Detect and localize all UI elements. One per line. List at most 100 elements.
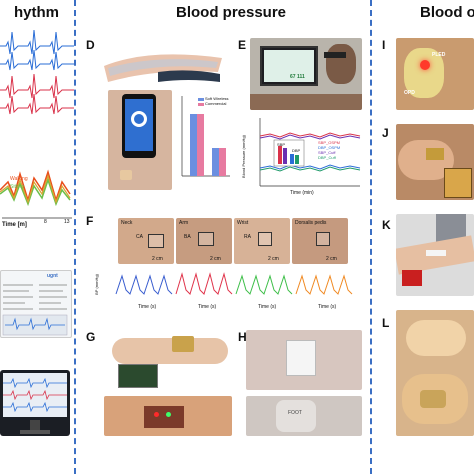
bar-legend-2: Commercial [205, 101, 227, 106]
panel-label-i: I [382, 38, 386, 52]
sbp-cuff-line [259, 134, 361, 140]
panel-label-j: J [382, 126, 389, 140]
pcb-inset [118, 364, 158, 388]
device-closeup [444, 168, 472, 198]
report-header: ugnt [47, 273, 58, 279]
arm-scale: 2 cm [210, 256, 221, 262]
wave-dorsalis [295, 274, 353, 295]
site-arm-label: Arm [179, 220, 189, 226]
red-band [402, 270, 422, 286]
wave-neck [115, 274, 173, 295]
pled-label: PLED [432, 52, 446, 58]
monitor-ecg [3, 377, 67, 413]
panel-d-device-patch [98, 38, 226, 86]
phone-body [122, 94, 156, 158]
arm-sensor [198, 232, 214, 246]
bar-sbp-pink [197, 114, 204, 176]
dbp-cuff-line [259, 166, 361, 172]
panel-label-k: K [382, 218, 391, 232]
wrist-device [172, 336, 194, 352]
panel-d-phone [108, 90, 172, 190]
site-dorsalis-label: Dorsalis pedis [295, 220, 327, 226]
circuit-led-green [166, 412, 171, 417]
screen-values: 67 111 [290, 74, 305, 80]
panel-e-photo: 67 111 [250, 38, 362, 110]
report-lines [2, 284, 68, 336]
foot-scale: 2 cm [326, 256, 337, 262]
site-wrist-label: Wrist [237, 220, 249, 226]
artery-ra-label: RA [244, 234, 251, 240]
table-edge [250, 94, 362, 110]
opd-label: OPD [404, 90, 415, 96]
wrist-patch [120, 170, 132, 180]
sbp-osp-line [259, 132, 361, 138]
panel-h-neonate-top [246, 330, 362, 390]
legend-sitting: Sitting [10, 184, 24, 190]
bar-legend-1: Soft Wireless [205, 96, 229, 101]
panel-i-finger: PLED OPD [396, 38, 474, 110]
panel-label-f: F [86, 214, 94, 228]
neonate-sensor-pad [286, 340, 316, 376]
panel-f-site-dorsalis: Dorsalis pedis 2 cm [292, 218, 348, 264]
panel-g-circuit [104, 396, 232, 436]
person-head [326, 44, 356, 84]
panel-label-e: E [238, 38, 247, 52]
heading-blood-oxygen: Blood o [420, 4, 474, 21]
activity-plot [0, 169, 72, 219]
foot-tag: FOOT [288, 410, 302, 416]
panel-label-l: L [382, 316, 390, 330]
foot-sensor [316, 232, 330, 246]
monitor-base [20, 430, 50, 434]
bar-dbp-blue [212, 148, 219, 176]
panel-d-bar-chart [181, 96, 230, 177]
column-divider-right [370, 0, 372, 474]
panel-e-bp-chart [259, 118, 361, 187]
e-label-sbp: SBP [277, 142, 286, 147]
ecg-blue-trace [0, 29, 74, 71]
e-label-dbp: DBP [292, 148, 301, 153]
circuit-board [144, 406, 184, 428]
neck-sensor [148, 234, 164, 248]
finger-sensor-patch [420, 390, 446, 408]
monitor [0, 370, 70, 436]
dbp-osp-line [259, 164, 361, 170]
panel-f-site-neck: Neck CA 2 cm [118, 218, 174, 264]
panel-f-site-arm: Arm BA 2 cm [176, 218, 232, 264]
activity-x-tick-13: 13 [64, 219, 70, 225]
walking-line [0, 169, 71, 203]
panel-l-fingers [396, 310, 474, 436]
f-x-label-3: Time (s) [258, 304, 277, 310]
pled-light [420, 60, 430, 70]
finger-sensor [404, 48, 444, 98]
e-xlabel: Time (min) [290, 190, 314, 196]
panel-f-waveforms [115, 272, 353, 295]
heading-blood-pressure: Blood pressure [176, 4, 287, 21]
laptop-screen: 67 111 [260, 46, 318, 86]
wave-wrist [235, 274, 293, 295]
bar-dbp-pink [219, 148, 226, 176]
circuit-led-red [154, 412, 159, 417]
e-legend-3: SBP_Cuff [318, 150, 336, 155]
foot-wrap [276, 400, 316, 432]
panel-label-g: G [86, 330, 96, 344]
column-divider-left [74, 0, 76, 474]
arm-sensor-strip [426, 250, 446, 256]
wrist-scale: 2 cm [268, 256, 279, 262]
report-document: ugnt [0, 270, 72, 338]
panel-g-wrist-photo [108, 330, 230, 390]
wrist-sensor [258, 232, 272, 246]
phone-gauge-icon [131, 111, 147, 127]
panel-h-neonate-foot: FOOT [246, 396, 362, 436]
f-x-label-1: Time (s) [138, 304, 157, 310]
forearm [112, 338, 228, 364]
sitting-line [0, 177, 71, 207]
e-ylabel: Blood Pressure (mmHg) [240, 135, 246, 178]
panel-label-d: D [86, 38, 95, 52]
monitor-screen [3, 373, 67, 417]
artery-ca-label: CA [136, 234, 143, 240]
activity-x-tick-8: 8 [44, 219, 47, 225]
e-legend-1: SBP_OSPM [318, 140, 341, 145]
panel-j-hand [396, 124, 474, 200]
monitor-stand [30, 420, 40, 430]
panel-f-site-wrist: Wrist RA 2 cm [234, 218, 290, 264]
